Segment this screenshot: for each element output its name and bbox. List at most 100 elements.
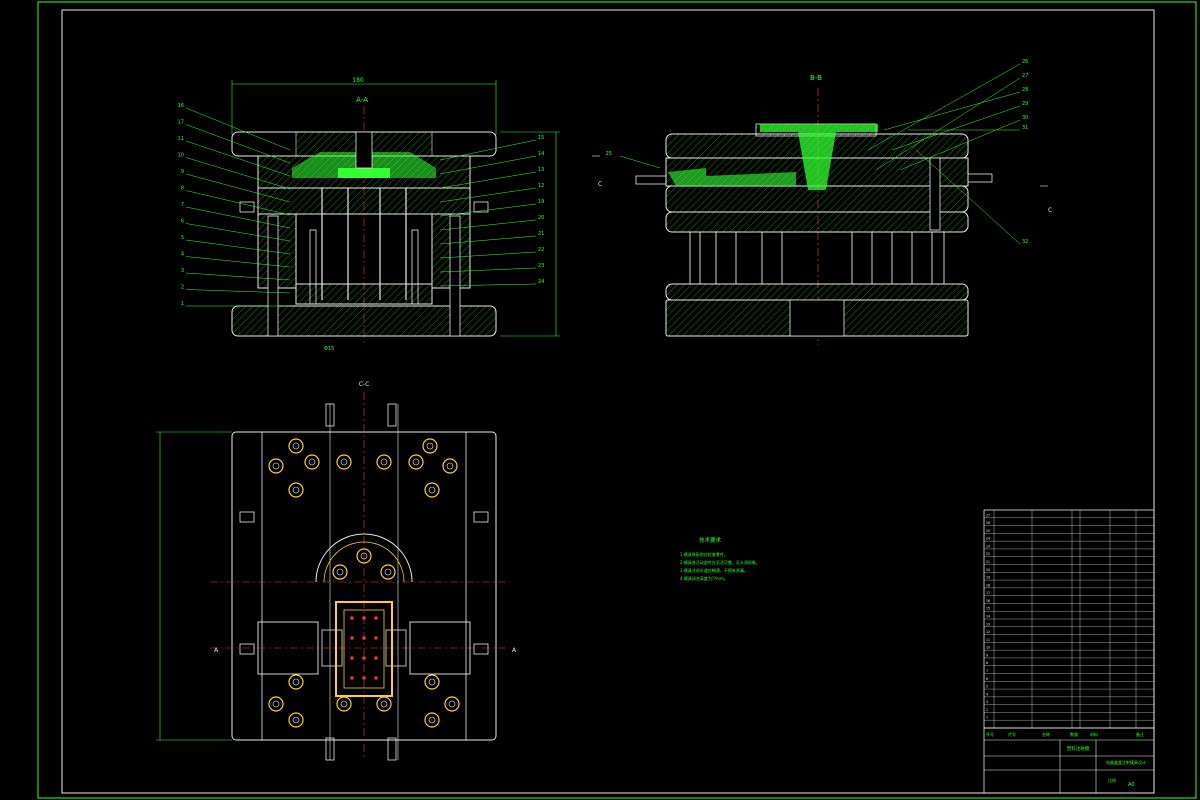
ejector-pin-icon <box>374 656 378 660</box>
bolt-hole-icon <box>288 674 304 690</box>
parts-row-number: 2 <box>986 708 988 712</box>
leader-label: 4 <box>181 252 184 258</box>
parts-row-number: 13 <box>986 622 990 626</box>
bolt-hole-icon <box>268 696 284 712</box>
leader-label: 24 <box>538 279 544 285</box>
leader-label: 25 <box>606 151 612 157</box>
leader-label: 11 <box>178 136 184 142</box>
ejector-pin-icon <box>362 616 366 620</box>
bolt-hole-icon <box>376 454 392 470</box>
plan-holes <box>268 438 460 728</box>
parts-header: 数量 <box>1070 731 1078 737</box>
title-scale-label: 比例 <box>1108 777 1116 783</box>
leader-label: 1 <box>181 301 184 307</box>
leader-label: 8 <box>181 186 184 192</box>
mark-c-right: C <box>1048 207 1052 214</box>
leader-label: 13 <box>538 167 544 173</box>
tech-note-line: 1.模具装配前应检查零件。 <box>680 551 728 557</box>
leader-label: 9 <box>181 169 184 175</box>
leader-label: 7 <box>181 202 184 208</box>
leader-label: 32 <box>1022 239 1028 245</box>
ejector-pin-icon <box>362 656 366 660</box>
bolt-hole-icon <box>380 564 396 580</box>
ejector-pin-icon <box>362 676 366 680</box>
ejector-pin-icon <box>362 636 366 640</box>
parts-header: 备注 <box>1136 731 1144 737</box>
parts-header: 序号 <box>986 731 994 737</box>
mark-a-left: A <box>214 647 219 654</box>
bolt-hole-icon <box>268 458 284 474</box>
mark-c-left: C <box>598 181 602 188</box>
leader-label: 19 <box>538 199 544 205</box>
parts-row-number: 11 <box>986 638 990 642</box>
parts-row-number: 4 <box>986 692 988 696</box>
parts-row-number: 12 <box>986 630 990 634</box>
plan-view-c-c: C-C A A <box>156 381 517 761</box>
parts-header: 材料 <box>1090 731 1098 737</box>
leader-label: 30 <box>1022 115 1028 121</box>
leader-label: 20 <box>538 215 544 221</box>
bolt-hole-icon <box>336 454 352 470</box>
dim-top-label: 180 <box>352 77 364 84</box>
parts-row-number: 22 <box>986 552 990 556</box>
inner-border <box>61 9 1155 794</box>
section-c-title: C-C <box>359 381 370 388</box>
ejector-pin-icon <box>350 676 354 680</box>
tech-note-line: 3.模具冷却水道应畅通，不得有渗漏。 <box>680 567 748 573</box>
parts-row-number: 14 <box>986 615 990 619</box>
leader-label: 16 <box>178 103 184 109</box>
ejector-pin-icon <box>374 616 378 620</box>
parts-header: 名称 <box>1042 731 1050 737</box>
parts-row-number: 5 <box>986 685 988 689</box>
bolt-hole-icon <box>424 712 440 728</box>
parts-row-number: 17 <box>986 591 990 595</box>
bolt-hole-icon <box>424 674 440 690</box>
bolt-hole-icon <box>288 438 304 454</box>
leader-label: 31 <box>1022 125 1028 131</box>
parts-row-number: 8 <box>986 661 988 665</box>
parts-row-number: 3 <box>986 700 988 704</box>
bolt-hole-icon <box>408 454 424 470</box>
parts-row-number: 16 <box>986 599 990 603</box>
leader-label: 21 <box>538 231 544 237</box>
leader-label: 26 <box>1022 59 1028 65</box>
bolt-hole-icon <box>422 438 438 454</box>
ejector-pin-icon <box>374 676 378 680</box>
parts-row-number: 24 <box>986 537 990 541</box>
section-a-title: A-A <box>356 96 368 104</box>
bolt-hole-icon <box>444 696 460 712</box>
parts-row-number: 6 <box>986 677 988 681</box>
section-b-title: B-B <box>810 74 822 82</box>
section-view-a-a: 180 A-A Φ15 <box>231 77 560 352</box>
leader-label: 29 <box>1022 101 1028 107</box>
title-block: 塑料注射模 电器盒盖注射模具设计 比例 A0 序号代号名称数量材料备注 <box>983 727 1155 794</box>
parts-row-number: 23 <box>986 544 990 548</box>
ejector-pin-icon <box>350 616 354 620</box>
parts-row-number: 9 <box>986 653 988 657</box>
parts-header: 代号 <box>1008 731 1016 737</box>
parts-row-number: 19 <box>986 576 990 580</box>
leader-label: 28 <box>1022 87 1028 93</box>
leader-label: 6 <box>181 219 184 225</box>
section-view-b-b: B-B C C <box>592 74 1052 345</box>
parts-row-number: 20 <box>986 568 990 572</box>
bolt-hole-icon <box>356 548 372 564</box>
bolt-hole-icon <box>288 482 304 498</box>
parts-row-number: 1 <box>986 716 988 720</box>
leader-label: 23 <box>538 263 544 269</box>
leader-label: 15 <box>538 135 544 141</box>
parts-row-number: 15 <box>986 607 990 611</box>
leader-label: 2 <box>181 285 184 291</box>
bolt-hole-icon <box>424 482 440 498</box>
tech-note-line: 2.模具各活动部件应灵活可靠，无卡滞现象。 <box>680 559 760 565</box>
tech-notes-title: 技术要求 <box>699 536 722 544</box>
technical-requirements: 技术要求 1.模具装配前应检查零件。 2.模具各活动部件应灵活可靠，无卡滞现象。… <box>680 536 760 581</box>
tech-note-line: 4.模具闭合高度为??mm。 <box>680 575 728 581</box>
bolt-hole-icon <box>332 564 348 580</box>
leader-label: 22 <box>538 247 544 253</box>
leader-label: 10 <box>178 153 184 159</box>
bolt-hole-icon <box>304 454 320 470</box>
